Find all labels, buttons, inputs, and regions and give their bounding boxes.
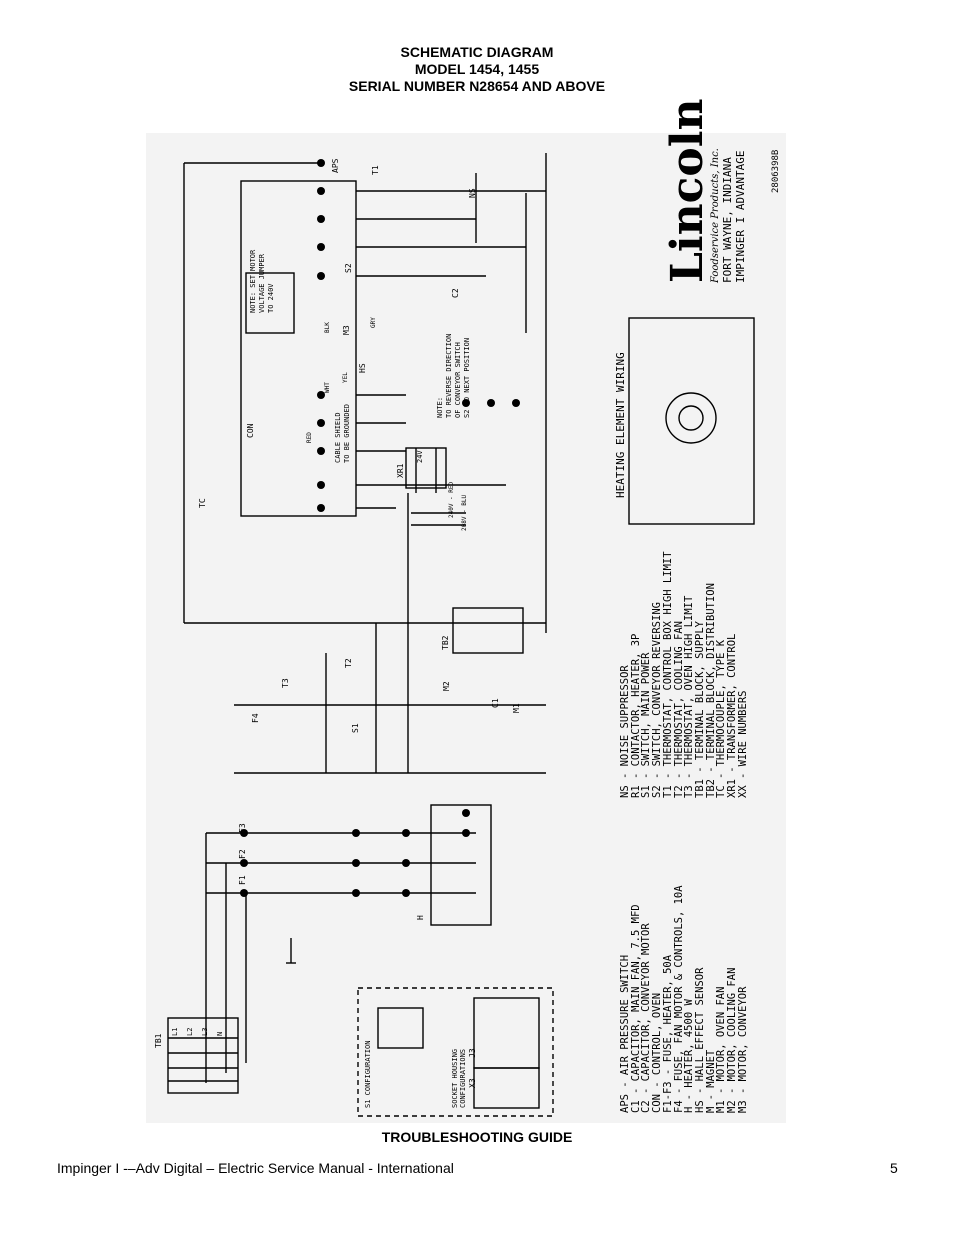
note-reverse-line-1: NOTE: — [436, 396, 444, 418]
label-t3: T3 — [281, 678, 290, 688]
s1-configuration-label: S1 CONFIGURATION — [364, 1040, 372, 1108]
label-x3: X3 — [468, 1078, 477, 1088]
label-f1: F1 — [238, 875, 247, 885]
label-l3: L3 — [201, 1027, 209, 1036]
label-aps: APS — [331, 158, 340, 173]
label-s2: S2 — [344, 263, 353, 273]
label-tb1: TB1 — [154, 1033, 163, 1048]
page-number: 5 — [890, 1160, 898, 1176]
label-blk: BLK — [324, 322, 331, 333]
label-xr1: XR1 — [396, 463, 405, 478]
label-240v-red: 240V - RED — [448, 481, 455, 518]
label-yel: YEL — [342, 372, 349, 383]
legend-item: F1-F3 - FUSE, HEATER, 50A — [661, 954, 674, 1113]
label-c1: C1 — [491, 698, 500, 708]
title-line-1: SCHEMATIC DIAGRAM — [400, 44, 554, 60]
label-tb2: TB2 — [441, 635, 450, 650]
note-reverse-line-4: S2 TO NEXT POSITION — [463, 337, 471, 418]
label-f2: F2 — [238, 849, 247, 859]
label-t2: T2 — [344, 658, 353, 668]
legend-right: NS - NOISE SUPPRESSOR R1 - CONTACTOR, HE… — [619, 551, 749, 798]
label-m1: M1 — [512, 703, 521, 713]
page-title: SCHEMATIC DIAGRAM MODEL 1454, 1455 SERIA… — [0, 44, 954, 95]
note-reverse-line-2: TO REVERSE DIRECTION — [445, 333, 453, 418]
schematic-diagram: Lincoln Foodservice Products, Inc. FORT … — [146, 99, 786, 1123]
label-24v: 24V — [416, 450, 424, 463]
troubleshooting-caption: TROUBLESHOOTING GUIDE — [381, 1129, 573, 1145]
label-tc: TC — [198, 498, 207, 508]
label-gry: GRY — [370, 317, 377, 328]
note-motor-voltage: NOTE: SET MOTOR VOLTAGE JUMPER TO 240V — [249, 250, 276, 313]
legend-item: XX - WIRE NUMBERS — [736, 690, 749, 798]
socket-configuration-label: SOCKET HOUSING CONFIGURATIONS — [451, 1048, 467, 1108]
label-n: N — [216, 1031, 224, 1036]
label-f3: F3 — [238, 823, 247, 833]
brand-logo: Lincoln — [662, 98, 713, 284]
note-motor-line-2: VOLTAGE JUMPER — [258, 253, 266, 313]
label-c2: C2 — [451, 288, 460, 298]
note-reverse-direction: NOTE: TO REVERSE DIRECTION OF CONVEYOR S… — [436, 334, 472, 418]
label-hs: HS — [358, 363, 367, 373]
cable-shield-line-2: TO BE GROUNDED — [343, 403, 351, 463]
brand-product: IMPINGER I ADVANTAGE — [734, 150, 747, 283]
drawing-number: 2806398B — [771, 149, 781, 193]
brand-block: Lincoln Foodservice Products, Inc. FORT … — [662, 98, 747, 284]
legend-left: APS - AIR PRESSURE SWITCH C1 - CAPACITOR… — [619, 885, 749, 1113]
label-m2: M2 — [442, 681, 451, 691]
legend-item: T1 - THERMOSTAT, CONTROL BOX HIGH LIMIT — [661, 551, 674, 798]
cable-shield-note: CABLE SHIELD TO BE GROUNDED — [334, 404, 352, 463]
brand-location: FORT WAYNE, INDIANA — [721, 157, 734, 283]
label-f4: F4 — [251, 713, 260, 723]
heating-element-title: HEATING ELEMENT WIRING — [614, 352, 627, 498]
label-red: RED — [306, 432, 313, 443]
note-motor-line-1: NOTE: SET MOTOR — [249, 249, 257, 313]
label-ns: NS — [468, 188, 477, 198]
label-h: H — [416, 915, 425, 920]
label-s1: S1 — [351, 723, 360, 733]
title-line-3: SERIAL NUMBER N28654 AND ABOVE — [348, 78, 606, 94]
note-reverse-line-3: OF CONVEYOR SWITCH — [454, 342, 462, 418]
footer-manual-title: Impinger I -–Adv Digital – Electric Serv… — [57, 1160, 454, 1176]
legend-item: M3 - MOTOR, CONVEYOR — [736, 986, 749, 1113]
title-line-2: MODEL 1454, 1455 — [414, 61, 540, 77]
label-l1: L1 — [171, 1027, 179, 1036]
label-208v-blu: 208V - BLU — [461, 494, 468, 531]
note-motor-line-3: TO 240V — [267, 283, 275, 313]
label-m3: M3 — [342, 325, 351, 335]
label-j3: J3 — [468, 1048, 477, 1058]
label-wht: WHT — [324, 382, 331, 393]
label-con: CON — [246, 423, 255, 438]
schematic-drawing — [167, 153, 755, 1117]
label-l2: L2 — [186, 1027, 194, 1036]
cable-shield-line-1: CABLE SHIELD — [334, 412, 342, 463]
label-t1: T1 — [371, 165, 380, 175]
